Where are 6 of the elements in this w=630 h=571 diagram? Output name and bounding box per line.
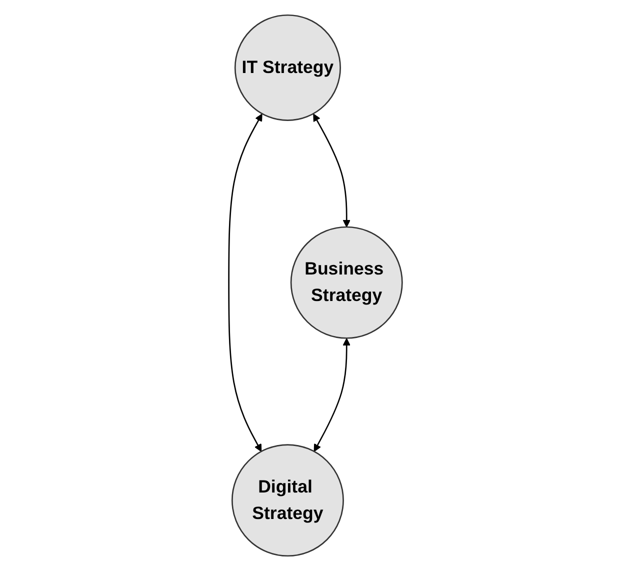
arrow (313, 338, 350, 452)
arrow (312, 114, 350, 228)
arrow (228, 114, 262, 452)
node-circle: Digital Strategy (231, 444, 344, 557)
node-circle: IT Strategy (234, 14, 340, 121)
node-circle: Business Strategy (290, 226, 402, 339)
